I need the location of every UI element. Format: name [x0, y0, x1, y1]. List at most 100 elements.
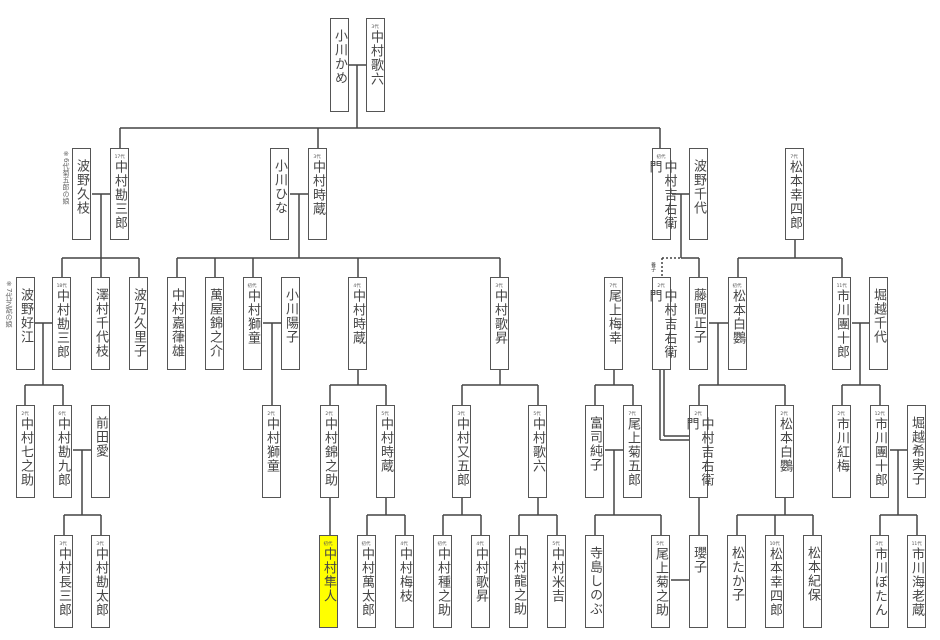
person-name: 中村歌六	[368, 30, 383, 86]
person-name: 中村萬太郎	[359, 547, 374, 617]
person-box-hina: 小川ひな	[270, 148, 289, 240]
generation-label: 3代	[313, 154, 322, 160]
person-box-shido1: 初代中村獅童	[243, 277, 262, 370]
person-name: 瓔子	[691, 546, 706, 574]
generation-label: 12代	[874, 411, 885, 417]
person-name: 前田愛	[93, 416, 108, 458]
generation-label: 3代	[96, 541, 105, 547]
person-box-baishi4: 4代中村梅枝	[395, 535, 414, 628]
person-box-shichinosuke2: 2代中村七之助	[16, 405, 35, 498]
person-name: 市川團十郎	[834, 289, 849, 359]
generation-label: 初代	[323, 541, 333, 547]
person-box-hakuo1: 初代松本白鸚	[728, 277, 747, 370]
person-box-shido2: 2代中村獅童	[262, 405, 281, 498]
person-name: 尾上菊之助	[653, 547, 668, 617]
person-name: 中村梅枝	[397, 547, 412, 603]
person-box-mantaro1: 初代中村萬太郎	[357, 535, 376, 628]
person-box-kame: 小川かめ	[330, 18, 349, 112]
generation-label: 17代	[114, 154, 125, 160]
person-name: 中村勘九郎	[55, 417, 70, 487]
person-name: 藤間正子	[691, 288, 706, 344]
generation-label: 10代	[769, 541, 780, 547]
generation-label: 2代	[325, 411, 334, 417]
person-box-takako: 松たか子	[727, 535, 746, 628]
person-name: 市川團十郎	[872, 417, 887, 487]
person-box-yoko2: 瓔子	[689, 535, 708, 628]
generation-label: 3代	[875, 541, 884, 547]
person-name: 中村嘉葎雄	[169, 288, 184, 358]
person-name: 中村種之助	[435, 547, 450, 617]
adopted-label: 養子	[650, 262, 656, 272]
person-box-kinnosuke2: 2代中村錦之助	[320, 405, 339, 498]
generation-label: 5代	[656, 541, 665, 547]
generation-label: 7代	[628, 411, 637, 417]
person-name: 富司純子	[587, 416, 602, 472]
person-box-baiko7: 7代尾上梅幸	[604, 277, 623, 370]
person-name: 中村又五郎	[454, 417, 469, 487]
generation-label: 4代	[353, 283, 362, 289]
person-box-chiyo: 波野千代	[689, 148, 708, 240]
person-box-kinnosukeY: 萬屋錦之介	[205, 277, 224, 370]
person-box-tanenosuke1: 初代中村種之助	[433, 535, 452, 628]
person-box-kanzaburo18: 18代中村勘三郎	[52, 277, 71, 370]
person-name: 萬屋錦之介	[207, 288, 222, 358]
generation-label: 初代	[732, 283, 742, 289]
person-name: 寺島しのぶ	[587, 546, 602, 616]
person-name: 澤村千代枝	[93, 288, 108, 358]
generation-label: 5代	[533, 411, 542, 417]
generation-label: 7代	[790, 154, 799, 160]
person-name: 堀越希実子	[909, 416, 924, 486]
person-box-hakuo2: 2代松本白鸚	[775, 405, 794, 498]
person-box-danjuro11: 11代市川團十郎	[832, 277, 851, 370]
person-box-kichiemon2a: 2代中村吉右衛門	[647, 277, 677, 370]
person-name: 市川海老蔵	[909, 547, 924, 617]
person-name: 中村龍之助	[511, 546, 526, 616]
generation-label: 初代	[656, 154, 666, 160]
person-box-kikunosuke5: 5代尾上菊之助	[651, 535, 670, 628]
person-box-karoku5: 5代中村歌六	[528, 405, 547, 498]
person-name: 小川ひな	[272, 159, 287, 215]
person-name: 市川ぼたん	[872, 547, 887, 617]
person-box-koshiro10: 10代松本幸四郎	[765, 535, 784, 628]
generation-label: 2代	[267, 411, 276, 417]
person-name: 中村勘太郎	[93, 547, 108, 617]
person-box-sumiko: 富司純子	[585, 405, 604, 498]
person-name: 中村獅童	[245, 289, 260, 345]
generation-label: 6代	[58, 411, 67, 417]
generation-label: 2代	[21, 411, 30, 417]
person-name: 中村吉右衛門	[683, 417, 714, 487]
person-box-kichiemon1: 初代中村吉右衛門	[647, 148, 677, 240]
person-box-chiyoe: 澤村千代枝	[91, 277, 110, 370]
person-box-tatsunosuke: 中村龍之助	[509, 535, 528, 628]
person-box-tokizo4: 4代中村時蔵	[348, 277, 367, 370]
person-name: 松本紀保	[805, 546, 820, 602]
generation-label: 7代	[609, 283, 618, 289]
person-box-kasho4: 4代中村歌昇	[471, 535, 490, 628]
person-name: 中村歌昇	[492, 289, 507, 345]
person-box-chiyoH: 堀越千代	[869, 277, 888, 370]
person-box-kantaro3: 3代中村勘太郎	[91, 535, 110, 628]
person-name: 中村吉右衛門	[646, 289, 677, 359]
generation-label: 3代	[371, 24, 380, 30]
person-name: 中村時蔵	[350, 289, 365, 345]
person-box-shinobu: 寺島しのぶ	[585, 535, 604, 628]
generation-label: 3代	[457, 411, 466, 417]
person-box-hisae: 波野久枝	[72, 148, 91, 240]
person-box-koshiro7: 7代松本幸四郎	[785, 148, 804, 240]
person-box-kimiko: 堀越希実子	[907, 405, 926, 498]
person-name: 中村長三郎	[56, 547, 71, 617]
person-name: 中村吉右衛門	[646, 160, 677, 230]
person-name: 波野好江	[18, 288, 33, 344]
generation-label: 初代	[437, 541, 447, 547]
generation-label: 5代	[381, 411, 390, 417]
person-name: 小川陽子	[283, 288, 298, 344]
person-box-yoshie: 波野好江	[16, 277, 35, 370]
person-name: 尾上梅幸	[606, 289, 621, 345]
person-box-tokizo5: 5代中村時蔵	[376, 405, 395, 498]
person-name: 中村米吉	[549, 547, 564, 603]
person-box-kobai2: 2代市川紅梅	[832, 405, 851, 498]
person-name: 中村時蔵	[378, 417, 393, 473]
note-hisae: ※6代菊五郎の娘	[62, 150, 70, 205]
person-name: 松たか子	[729, 546, 744, 602]
